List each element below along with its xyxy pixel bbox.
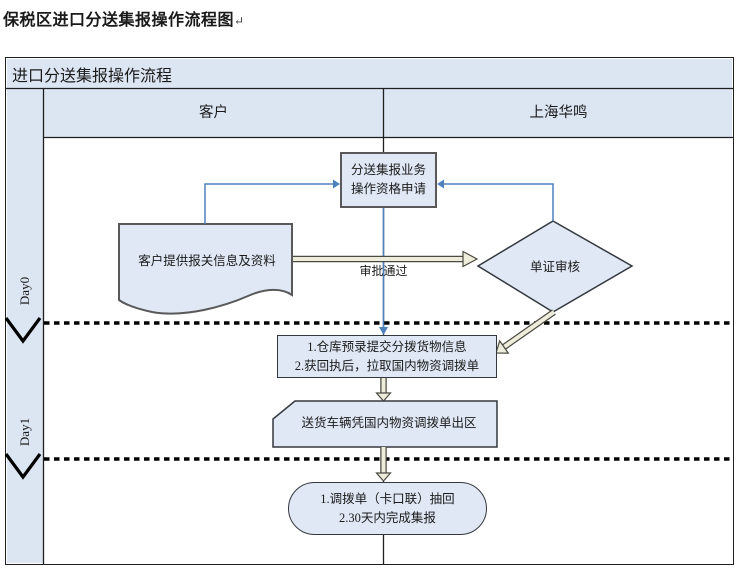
warehouse-line2: 2.获回执后，拉取国内物资调拨单 <box>294 358 480 373</box>
qualification-line2: 操作资格申请 <box>350 182 426 196</box>
table-header-band <box>7 59 732 89</box>
warehouse-line1: 1.仓库预录提交分拨货物信息 <box>307 339 467 354</box>
warehouse-process-box: 1.仓库预录提交分拨货物信息 2.获回执后，拉取国内物资调拨单 <box>277 335 497 378</box>
lane-label-day0: Day0 <box>17 276 32 306</box>
exit-card-label: 送货车辆凭国内物资调拨单出区 <box>301 416 477 430</box>
customer-document-label: 客户提供报关信息及资料 <box>138 254 276 268</box>
lane-label-day1: Day1 <box>17 417 32 447</box>
table-title: 进口分送集报操作流程 <box>12 68 173 85</box>
final-line2: 2.30天内完成集报 <box>339 510 436 525</box>
review-diamond-label: 单证审核 <box>529 260 580 274</box>
table-frame <box>5 57 734 565</box>
qualification-line1: 分送集报业务 <box>350 163 426 177</box>
qualification-process-box: 分送集报业务 操作资格申请 <box>340 152 437 208</box>
column-header-huaming: 上海华鸣 <box>529 105 588 121</box>
column-header-band <box>7 89 732 137</box>
document-title: 保税区进口分送集报操作流程图↵ <box>3 6 245 30</box>
final-line1: 1.调拨单（卡口联）抽回 <box>320 491 455 506</box>
approval-arrow-label: 审批通过 <box>359 264 408 278</box>
column-header-customer: 客户 <box>199 105 228 121</box>
document-title-text: 保税区进口分送集报操作流程图 <box>3 12 235 29</box>
day-lane-strip <box>7 137 43 563</box>
paragraph-mark: ↵ <box>234 14 245 28</box>
final-terminator-box: 1.调拨单（卡口联）抽回 2.30天内完成集报 <box>288 482 487 535</box>
